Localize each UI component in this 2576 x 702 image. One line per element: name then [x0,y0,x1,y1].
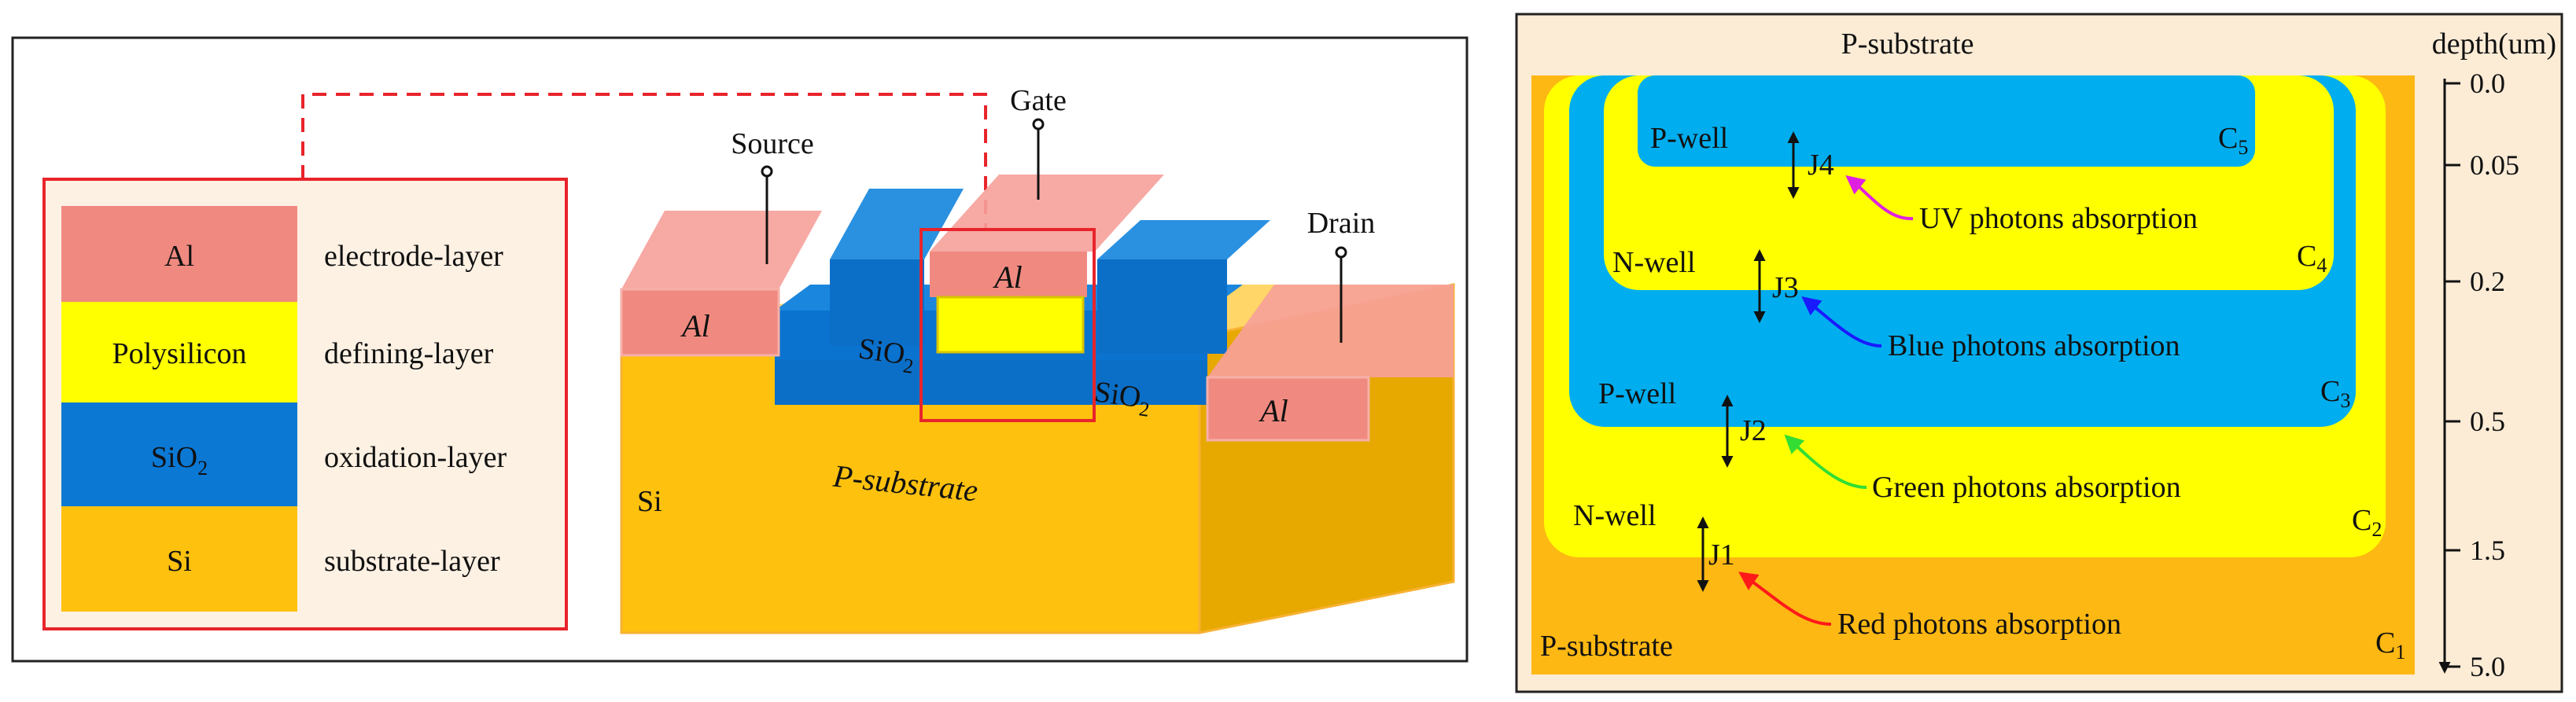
legend-material-si: Si [167,545,192,578]
uv-absorption-arrow [1845,175,1914,221]
cap-c2-sub: 2 [2371,518,2382,541]
gate-label: Gate [1010,84,1067,117]
sio2-right-front [1097,259,1227,354]
legend-swatch-sio2 [61,402,297,506]
sio2-left-label: SiO2 [856,332,917,378]
junction-j3-label: J3 [1772,271,1799,304]
red-absorption-label: Red photons absorption [1837,608,2121,641]
depth-tick-label-4: 1.5 [2470,535,2505,566]
depth-tick-label-1: 0.05 [2470,149,2519,181]
c3-region-label: P-well [1598,377,1676,410]
blue-absorption-label: Blue photons absorption [1888,329,2180,362]
depth-tick-label-0: 0.0 [2470,68,2505,99]
legend: Al Polysilicon SiO2 Si electrode-layer d… [42,178,568,630]
green-absorption-arrow [1784,434,1867,489]
sio2-left-top [830,189,964,259]
sio2-right-sub: 2 [1137,397,1151,421]
sio2-left-text: SiO [857,332,907,371]
junction-j1-label: J1 [1708,538,1735,572]
cap-c3-letter: C [2320,375,2340,408]
cap-c2-letter: C [2352,504,2371,537]
gate-al-front [930,252,1087,297]
sio2-left-sub: 2 [901,354,915,378]
sio2-left-front [830,259,924,346]
cap-c2: C2 [2352,504,2382,541]
c1-region-label: P-substrate [1540,630,1673,663]
c5-region-label: P-well [1650,122,1728,155]
region-c5-pwell [1638,75,2255,167]
legend-layer-oxidation: oxidation-layer [324,441,507,474]
cap-c5-letter: C [2218,122,2238,155]
cap-c3-sub: 3 [2340,389,2350,412]
gate-terminal [1032,118,1045,130]
drain-al-front [1206,376,1370,442]
green-absorption-label: Green photons absorption [1872,471,2181,504]
gate-al-top [930,175,1164,252]
junction-j2-label: J2 [1740,414,1767,447]
c2-region-label: N-well [1573,499,1657,532]
legend-material-al: Al [164,240,194,273]
drain-al-top [1207,285,1454,377]
legend-layer-substrate: substrate-layer [324,545,500,578]
legend-layer-defining: defining-layer [324,337,494,370]
blue-absorption-arrow [1801,296,1882,347]
depth-tick-label-5: 5.0 [2470,651,2505,682]
legend-swatch-polysilicon [61,302,297,402]
depth-tick-label-2: 0.2 [2470,266,2505,297]
sio2-right-top [1097,220,1270,259]
sio2-right-text: SiO [1093,375,1143,414]
legend-layer-electrode: electrode-layer [324,240,503,273]
sio2-right-label: SiO2 [1092,375,1153,421]
si-label: Si [637,485,662,518]
sio2-base-front [775,360,1207,405]
cap-c4-sub: 4 [2316,254,2327,277]
red-absorption-arrow [1738,572,1832,626]
source-al-top [621,211,822,289]
legend-sio-subscript: 2 [197,457,208,480]
uv-absorption-label: UV photons absorption [1919,202,2198,235]
legend-sio-text: SiO [151,441,197,474]
photodiode-layers [1531,75,2415,674]
gate-highlight-box [919,228,1096,422]
junction-j4-label: J4 [1808,149,1834,182]
depth-axis-label: depth(um) [2432,28,2556,61]
depth-tick-label-3: 0.5 [2470,406,2505,437]
source-al-label: Al [680,308,710,344]
cap-c5-sub: 5 [2238,136,2248,159]
legend-material-sio2: SiO2 [151,441,208,480]
source-label: Source [731,127,814,160]
legend-swatch-al [61,206,297,302]
cap-c1-sub: 1 [2395,641,2405,663]
cap-c5: C5 [2218,122,2248,159]
depth-axis: depth(um) 0.0 0.05 0.2 0.5 1.5 5.0 [2432,28,2556,682]
source-terminal [761,165,773,178]
cap-c1-letter: C [2375,627,2395,660]
gate-al-label: Al [992,259,1023,295]
c4-region-label: N-well [1612,246,1696,279]
cap-c4: C4 [2297,240,2327,277]
cap-c4-letter: C [2297,240,2316,273]
source-al-front [620,288,780,357]
legend-material-polysilicon: Polysilicon [112,337,246,370]
cap-c3: C3 [2320,375,2350,412]
cap-c1: C1 [2375,627,2405,663]
drain-al-label: Al [1258,393,1288,428]
mosfet-structure: Source Gate Drain Al Al Al SiO2 SiO2 Si … [620,84,1455,634]
dashed-connector [301,93,987,230]
drain-label: Drain [1307,207,1376,240]
drain-terminal [1335,246,1347,259]
top-psubstrate-label: P-substrate [1841,28,1974,61]
legend-swatch-si [61,506,297,612]
polysilicon-block [936,296,1085,354]
